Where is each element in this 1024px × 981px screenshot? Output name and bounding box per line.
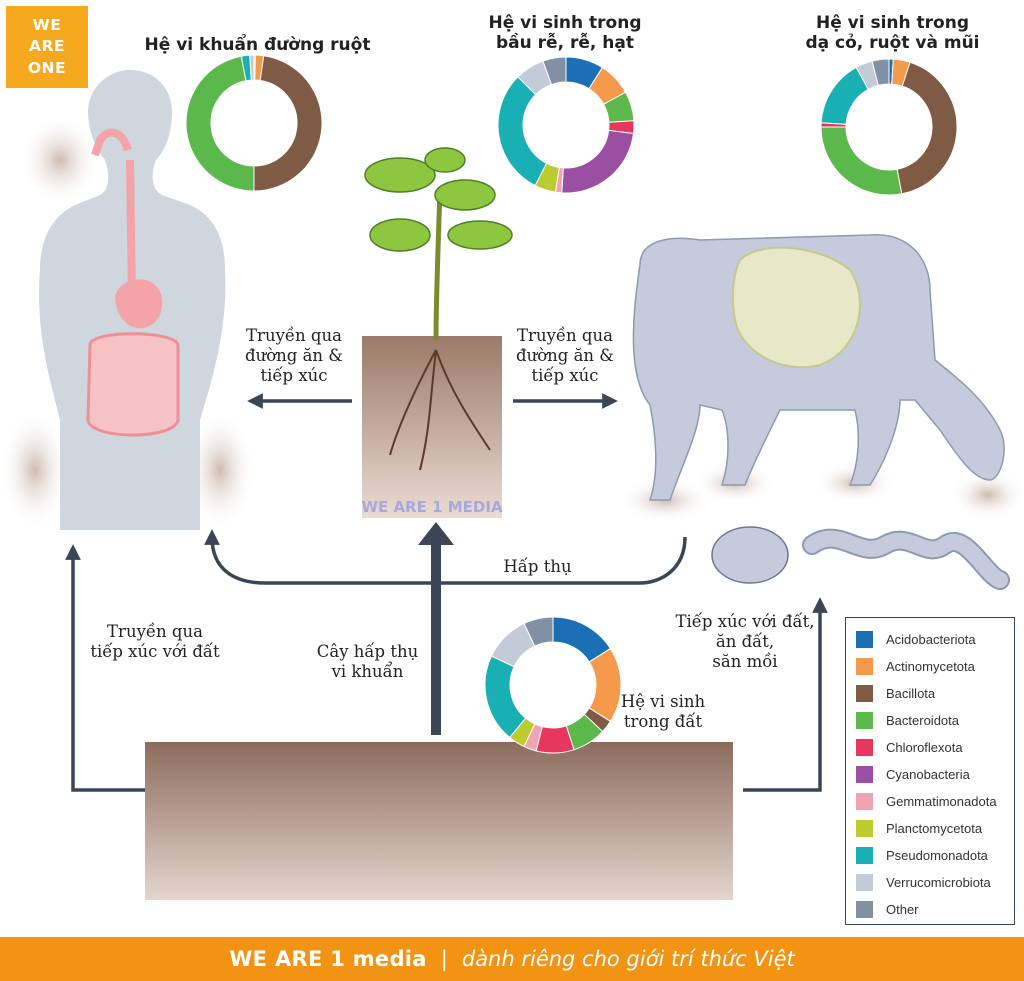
legend-label: Planctomycetota bbox=[886, 821, 983, 836]
cow-donut bbox=[820, 58, 958, 196]
donut-slice-verrucomicrobiota bbox=[249, 54, 255, 81]
legend-swatch bbox=[856, 685, 873, 702]
legend-swatch bbox=[856, 766, 873, 783]
absorb-text: Hấp thụ bbox=[503, 557, 572, 576]
donut-slice-bacteroidota bbox=[185, 55, 255, 192]
soil-bed bbox=[145, 742, 733, 900]
donut-slice-other bbox=[542, 56, 567, 86]
legend-label: Chloroflexota bbox=[886, 740, 963, 755]
donut-slice-other bbox=[871, 58, 890, 86]
donut-slice-pseudomonadota bbox=[497, 76, 548, 187]
cow-title-line-2: dạ cỏ, ruột và mũi bbox=[805, 32, 980, 53]
cow-illustration bbox=[632, 234, 1005, 501]
legend-label: Cyanobacteria bbox=[886, 767, 970, 782]
flow-arrows bbox=[65, 393, 828, 792]
plant-to-human-line-3: tiếp xúc bbox=[260, 365, 328, 385]
legend-swatch bbox=[856, 820, 873, 837]
legend-label: Actinomycetota bbox=[886, 659, 975, 674]
legend-item-bacillota: Bacillota bbox=[856, 680, 1004, 707]
we-are-one-logo: WE ARE ONE bbox=[6, 6, 88, 88]
gut-title-text: Hệ vi khuẩn đường ruột bbox=[144, 35, 371, 55]
small-animals bbox=[711, 526, 1010, 590]
soil-to-animals-line-3: săn mồi bbox=[712, 651, 778, 671]
plant-title-line-2: bầu rễ, rễ, hạt bbox=[496, 32, 634, 53]
soil-to-human-line-2: tiếp xúc với đất bbox=[90, 641, 220, 661]
plant-title-line-1: Hệ vi sinh trong bbox=[488, 13, 642, 33]
legend-item-planctomycetota: Planctomycetota bbox=[856, 815, 1004, 842]
soil-to-animals-label: Tiếp xúc với đất, ăn đất, săn mồi bbox=[665, 612, 825, 671]
legend-item-chloroflexota: Chloroflexota bbox=[856, 734, 1004, 761]
absorb-label: Hấp thụ bbox=[495, 557, 580, 577]
donut-slice-bacillota bbox=[253, 55, 323, 192]
plant-donut-title: Hệ vi sinh trong bầu rễ, rễ, hạt bbox=[465, 13, 665, 53]
soil-to-plant-line-1: Cây hấp thụ bbox=[316, 642, 419, 661]
soil-to-animals-line-2: ăn đất, bbox=[715, 631, 775, 651]
legend-item-actinomycetota: Actinomycetota bbox=[856, 653, 1004, 680]
gut-donut-title: Hệ vi khuẩn đường ruột bbox=[140, 35, 375, 56]
legend-swatch bbox=[856, 712, 873, 729]
legend-label: Other bbox=[886, 902, 919, 917]
donut-slice-bacillota bbox=[896, 61, 958, 195]
plant-to-cow-line-2: đường ăn & bbox=[516, 345, 614, 365]
legend-item-other: Other bbox=[856, 896, 1004, 923]
logo-line-1: WE bbox=[32, 15, 62, 34]
legend-swatch bbox=[856, 658, 873, 675]
legend-label: Bacillota bbox=[886, 686, 936, 701]
legend-item-bacteroidota: Bacteroidota bbox=[856, 707, 1004, 734]
donut-slice-cyanobacteria bbox=[561, 129, 635, 194]
legend-label: Bacteroidota bbox=[886, 713, 959, 728]
legend-swatch bbox=[856, 793, 873, 810]
legend-swatch bbox=[856, 631, 873, 648]
footer-separator: | bbox=[440, 947, 448, 971]
plant-to-cow-line-1: Truyền qua bbox=[517, 326, 613, 345]
soil-to-animals-line-1: Tiếp xúc với đất, bbox=[675, 612, 815, 631]
donut-charts bbox=[185, 54, 958, 754]
legend-label: Gemmatimonadota bbox=[886, 794, 997, 809]
footer-brand: WE ARE 1 media bbox=[229, 947, 427, 971]
logo-line-3: ONE bbox=[27, 58, 67, 77]
phylum-legend: Acidobacteriota Actinomycetota Bacillota… bbox=[845, 617, 1015, 925]
plant-to-human-label: Truyền qua đường ăn & tiếp xúc bbox=[234, 326, 354, 385]
gut-donut bbox=[185, 54, 323, 192]
soil-donut-title: Hệ vi sinh trong đất bbox=[608, 692, 718, 732]
soil-to-plant-line-2: vi khuẩn bbox=[331, 661, 404, 681]
legend-swatch bbox=[856, 874, 873, 891]
legend-swatch bbox=[856, 739, 873, 756]
soil-title-line-1: Hệ vi sinh bbox=[620, 692, 706, 711]
cow-donut-title: Hệ vi sinh trong dạ cỏ, ruột và mũi bbox=[800, 13, 985, 53]
legend-label: Acidobacteriota bbox=[886, 632, 976, 647]
legend-item-cyanobacteria: Cyanobacteria bbox=[856, 761, 1004, 788]
legend-item-gemmatimonadota: Gemmatimonadota bbox=[856, 788, 1004, 815]
plant-to-cow-line-3: tiếp xúc bbox=[531, 365, 599, 385]
plant-to-human-line-1: Truyền qua bbox=[246, 326, 342, 345]
plant-to-human-line-2: đường ăn & bbox=[245, 345, 343, 365]
legend-label: Verrucomicrobiota bbox=[886, 875, 991, 890]
soil-title-line-2: trong đất bbox=[623, 711, 703, 731]
logo-line-2: ARE bbox=[28, 37, 66, 56]
footer-banner: WE ARE 1 media | dành riêng cho giới trí… bbox=[0, 937, 1024, 981]
soil-to-plant-label: Cây hấp thụ vi khuẩn bbox=[305, 642, 430, 682]
legend-swatch bbox=[856, 901, 873, 918]
donut-slice-other bbox=[523, 616, 554, 647]
legend-swatch bbox=[856, 847, 873, 864]
plant-to-cow-label: Truyền qua đường ăn & tiếp xúc bbox=[505, 326, 625, 385]
soil-to-human-line-1: Truyền qua bbox=[107, 622, 203, 641]
plant-illustration bbox=[362, 147, 513, 518]
footer-tagline: dành riêng cho giới trí thức Việt bbox=[461, 947, 795, 971]
legend-item-pseudomonadota: Pseudomonadota bbox=[856, 842, 1004, 869]
legend-item-acidobacteriota: Acidobacteriota bbox=[856, 626, 1004, 653]
soil-to-human-label: Truyền qua tiếp xúc với đất bbox=[80, 622, 230, 662]
donut-slice-pseudomonadota bbox=[484, 655, 527, 739]
cow-title-line-1: Hệ vi sinh trong bbox=[815, 13, 970, 33]
donut-slice-bacteroidota bbox=[820, 126, 903, 196]
legend-label: Pseudomonadota bbox=[886, 848, 988, 863]
watermark: WE ARE 1 MEDIA bbox=[361, 498, 503, 516]
human-illustration bbox=[39, 70, 226, 530]
soil-donut bbox=[484, 616, 622, 754]
plant-donut bbox=[497, 56, 635, 194]
soil-to-plant-arrow bbox=[418, 522, 454, 735]
legend-item-verrucomicrobiota: Verrucomicrobiota bbox=[856, 869, 1004, 896]
